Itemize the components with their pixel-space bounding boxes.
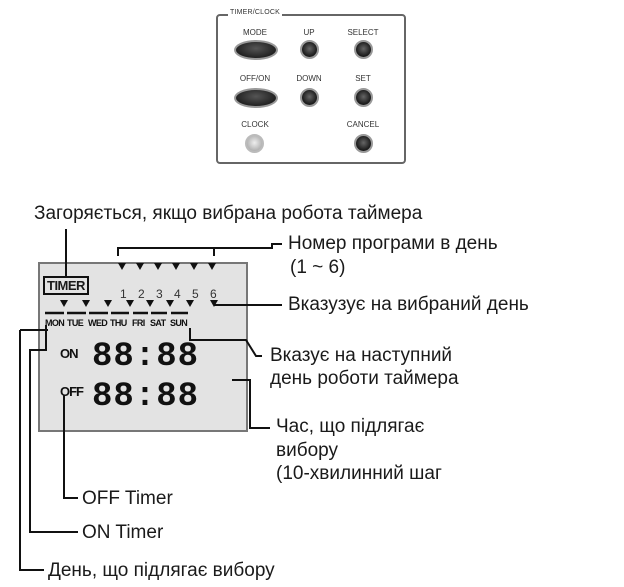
cancel-button[interactable]: [354, 134, 373, 153]
offon-button[interactable]: [234, 88, 278, 108]
up-button[interactable]: [300, 40, 319, 59]
program-number: 4: [174, 287, 181, 301]
day-label: MON: [45, 318, 65, 328]
day-label: FRI: [132, 318, 145, 328]
cancel-label: CANCEL: [346, 120, 380, 129]
set-label: SET: [355, 74, 371, 83]
mode-button[interactable]: [234, 40, 278, 60]
select-label: SELECT: [347, 28, 379, 37]
program-number: 6: [210, 287, 217, 301]
lcd-off-indicator: OFF: [60, 384, 84, 399]
day-label: TUE: [67, 318, 84, 328]
day-label: WED: [88, 318, 108, 328]
lcd-on-time: 88:88: [92, 338, 200, 376]
leader-off-timer: [63, 395, 78, 499]
select-button[interactable]: [354, 40, 373, 59]
program-number: 2: [138, 287, 145, 301]
day-triangles: [60, 300, 218, 307]
caption-next-day-2: день роботи таймера: [270, 368, 459, 389]
caption-day-select: День, що підлягає вибору: [48, 560, 275, 581]
day-label: SAT: [150, 318, 166, 328]
offon-label: OFF/ON: [239, 74, 271, 83]
mode-label: MODE: [243, 28, 267, 37]
program-number: 3: [156, 287, 163, 301]
program-number: 1: [120, 287, 127, 301]
day-label: SUN: [170, 318, 188, 328]
up-label: UP: [303, 28, 315, 37]
leader-program: [166, 243, 282, 249]
leader-on-timer: [29, 325, 78, 533]
caption-next-day-1: Вказує на наступний: [270, 345, 453, 366]
caption-time-1: Час, що підлягає: [276, 416, 425, 437]
program-number: 5: [192, 287, 199, 301]
caption-time-2: вибору: [276, 440, 339, 461]
lcd-off-time: 88:88: [92, 378, 200, 416]
caption-time-3: (10-хвилинний шаг: [276, 463, 442, 484]
timer-clock-panel: TIMER/CLOCK MODE UP SELECT OFF/ON DOWN S…: [216, 9, 406, 164]
lcd-on-indicator: ON: [60, 346, 78, 361]
caption-program-range: (1 ~ 6): [290, 257, 346, 278]
bracket-program: [117, 247, 215, 256]
down-label: DOWN: [296, 74, 322, 83]
down-button[interactable]: [300, 88, 319, 107]
program-triangles: [118, 263, 216, 270]
set-button[interactable]: [354, 88, 373, 107]
panel-title: TIMER/CLOCK: [228, 9, 283, 16]
caption-program-number: Номер програми в день: [288, 233, 498, 254]
leader-day-select: [19, 330, 44, 571]
leader-time: [232, 379, 270, 429]
caption-on-timer: ON Timer: [82, 522, 164, 543]
clock-button[interactable]: [245, 134, 264, 153]
clock-label: CLOCK: [241, 120, 269, 129]
caption-timer-lights: Загоряється, якщо вибрана робота таймера: [34, 203, 423, 224]
leader-next-day: [189, 328, 262, 357]
caption-off-timer: OFF Timer: [82, 488, 173, 509]
caption-selected-day: Вказузує на вибраний день: [288, 294, 529, 315]
day-label: THU: [110, 318, 127, 328]
